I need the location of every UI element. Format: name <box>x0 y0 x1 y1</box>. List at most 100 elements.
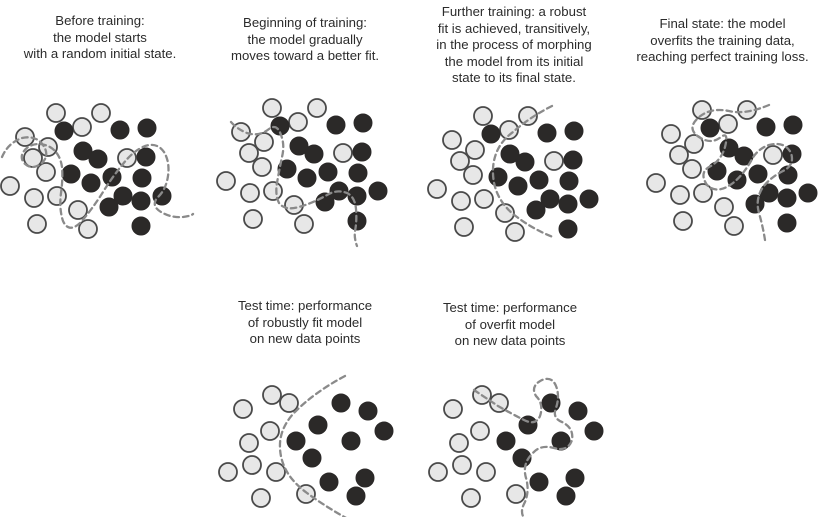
data-point-light <box>242 455 262 475</box>
data-point-dark <box>289 136 309 156</box>
data-point-light <box>693 183 713 203</box>
data-point-light <box>505 222 525 242</box>
data-point-dark <box>745 194 765 214</box>
scatter-plot-test-overfit <box>428 377 604 517</box>
data-point-light <box>473 106 493 126</box>
panel-caption: Test time: performance of robustly fit m… <box>237 298 373 347</box>
data-point-light <box>682 159 702 179</box>
data-point-dark <box>348 163 368 183</box>
data-point-light <box>763 145 783 165</box>
data-point-dark <box>302 448 322 468</box>
data-point-light <box>428 462 448 482</box>
data-point-light <box>72 117 92 137</box>
data-point-dark <box>347 186 367 206</box>
data-point-dark <box>132 168 152 188</box>
data-point-light <box>239 433 259 453</box>
data-point-light <box>463 165 483 185</box>
data-point-light <box>254 132 274 152</box>
data-point-light <box>450 151 470 171</box>
data-point-dark <box>277 159 297 179</box>
data-point-light <box>218 462 238 482</box>
data-point-dark <box>558 219 578 239</box>
data-point-light <box>714 197 734 217</box>
data-point-light <box>489 393 509 413</box>
decision-boundary <box>472 377 574 517</box>
data-point-dark <box>529 472 549 492</box>
data-point-dark <box>584 421 604 441</box>
data-point-light <box>670 185 690 205</box>
data-point-light <box>68 200 88 220</box>
data-point-dark <box>783 115 803 135</box>
data-point-light <box>233 399 253 419</box>
data-point-light <box>684 134 704 154</box>
data-point-dark <box>99 197 119 217</box>
data-point-dark <box>512 448 532 468</box>
data-point-dark <box>496 431 516 451</box>
data-point-light <box>427 179 447 199</box>
data-point-light <box>47 186 67 206</box>
data-point-dark <box>286 431 306 451</box>
data-point-dark <box>73 141 93 161</box>
data-point-dark <box>700 118 720 138</box>
data-point-light <box>263 181 283 201</box>
data-point-light <box>243 209 263 229</box>
data-point-dark <box>756 117 776 137</box>
data-point-dark <box>131 191 151 211</box>
data-point-dark <box>315 192 335 212</box>
data-point-light <box>294 214 314 234</box>
decision-boundary <box>229 120 359 248</box>
data-point-light <box>46 103 66 123</box>
data-point-light <box>231 122 251 142</box>
panel-caption: Further training: a robust fit is achiev… <box>436 4 592 86</box>
data-point-light <box>465 140 485 160</box>
data-point-light <box>284 195 304 215</box>
data-point-dark <box>540 189 560 209</box>
data-point-light <box>27 214 47 234</box>
data-point-dark <box>798 183 818 203</box>
scatter-plot-further-training <box>427 104 599 242</box>
scatter-plot-final-state-overfit <box>646 100 818 242</box>
data-point-light <box>737 100 757 120</box>
data-point-dark <box>358 401 378 421</box>
data-point-light <box>474 189 494 209</box>
data-point-light <box>646 173 666 193</box>
data-point-light <box>288 112 308 132</box>
data-point-light <box>718 114 738 134</box>
data-point-light <box>260 421 280 441</box>
data-point-dark <box>777 213 797 233</box>
data-point-dark <box>707 161 727 181</box>
data-point-light <box>544 151 564 171</box>
data-point-dark <box>500 144 520 164</box>
data-point-dark <box>565 468 585 488</box>
data-point-light <box>296 484 316 504</box>
data-point-light <box>38 137 58 157</box>
data-point-light <box>24 188 44 208</box>
panel-caption: Test time: performance of overfit model … <box>442 300 578 349</box>
data-point-dark <box>568 401 588 421</box>
scatter-plot-beginning-of-training <box>216 98 388 248</box>
data-point-light <box>518 106 538 126</box>
data-point-dark <box>529 170 549 190</box>
data-point-light <box>476 462 496 482</box>
data-point-light <box>240 183 260 203</box>
data-point-dark <box>61 164 81 184</box>
data-point-dark <box>374 421 394 441</box>
data-point-light <box>36 162 56 182</box>
data-point-dark <box>563 150 583 170</box>
data-point-light <box>454 217 474 237</box>
decision-boundary <box>278 374 347 517</box>
data-point-dark <box>346 486 366 506</box>
data-point-light <box>251 488 271 508</box>
data-point-dark <box>308 415 328 435</box>
scatter-plot-before-training <box>0 103 195 239</box>
data-point-light <box>307 98 327 118</box>
data-point-light <box>661 124 681 144</box>
data-point-light <box>333 143 353 163</box>
data-point-light <box>442 130 462 150</box>
decision-boundary <box>491 104 555 239</box>
data-point-dark <box>136 147 156 167</box>
data-point-dark <box>326 115 346 135</box>
data-point-light <box>470 421 490 441</box>
data-point-light <box>495 203 515 223</box>
